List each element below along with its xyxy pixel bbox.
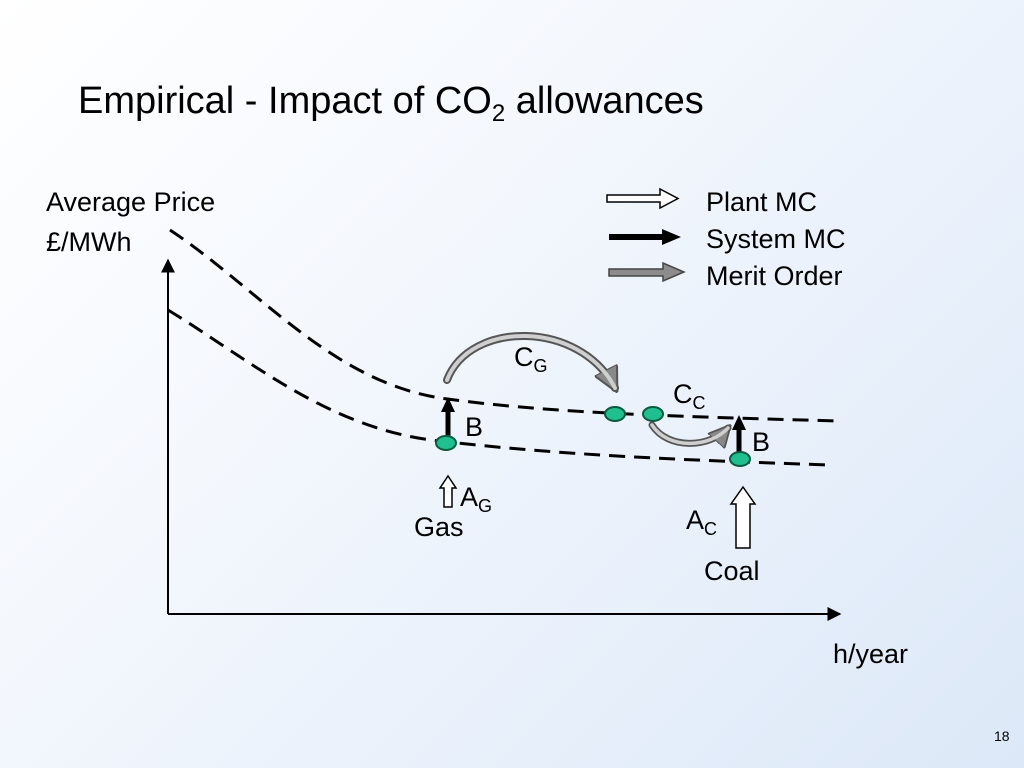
legend-arrow-merit-order <box>608 261 686 283</box>
slide-title: Empirical - Impact of CO2 allowances <box>78 80 704 127</box>
merit-order-arrow-gas-inner <box>445 334 617 390</box>
page-number: 18 <box>994 728 1010 744</box>
x-axis-label: h/year <box>833 639 909 669</box>
legend-arrow-plant-mc <box>606 187 680 210</box>
plant-mc-arrow-gas <box>438 474 458 508</box>
legend-arrow-system-mc <box>609 229 681 245</box>
legend-label-system-mc: System MC <box>706 224 846 254</box>
label-b-coal: B <box>752 427 771 457</box>
label-cc: CC <box>673 379 706 413</box>
merit-order-arrow-coal-inner <box>650 423 730 446</box>
system-mc-arrow-gas <box>441 397 455 441</box>
label-ag: AG <box>460 482 493 516</box>
label-b-gas: B <box>465 412 484 442</box>
upper-price-curve <box>169 228 841 423</box>
legend-label-plant-mc: Plant MC <box>706 187 818 217</box>
legend-label-merit-order: Merit Order <box>706 261 843 291</box>
label-coal: Coal <box>704 556 760 586</box>
point-gas <box>435 435 457 451</box>
plant-mc-arrow-coal <box>729 485 757 549</box>
point-coal-shifted <box>642 406 664 422</box>
points <box>435 406 751 467</box>
label-ac: AC <box>686 505 718 539</box>
point-gas-shifted <box>604 406 626 422</box>
system-mc-arrow-coal <box>732 415 746 457</box>
y-axis-label-line2: £/MWh <box>46 227 132 257</box>
y-axis-label-line1: Average Price <box>46 187 216 217</box>
label-cg: CG <box>514 342 548 376</box>
lower-price-curve <box>167 308 831 467</box>
label-gas: Gas <box>414 512 464 542</box>
point-coal <box>729 451 751 467</box>
